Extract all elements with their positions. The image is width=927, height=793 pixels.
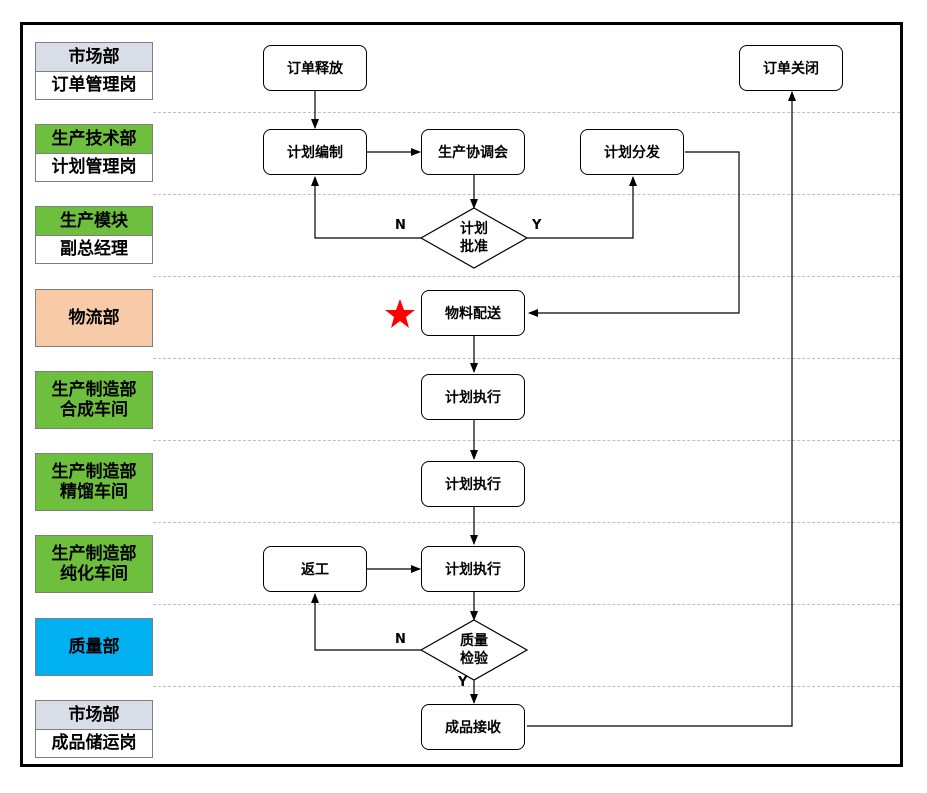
star-icon [385,299,415,328]
approval-yes-label: Y [532,218,542,233]
lane-line2: 精馏车间 [60,482,128,502]
lane-department: 质量部 [36,619,152,675]
quality-check-line1: 质量 [460,633,488,649]
node-plan-execute-synthesis[interactable]: 计划执行 [421,374,525,420]
lane-role: 计划管理岗 [36,152,152,181]
lane-label: 质量部 [35,618,153,676]
lane-label: 市场部成品储运岗 [35,700,153,758]
lane-department: 生产制造部合成车间 [36,372,152,428]
node-finished-receive[interactable]: 成品接收 [421,704,525,750]
node-rework[interactable]: 返工 [263,546,367,592]
lane-department: 生产制造部纯化车间 [36,536,152,592]
quality-no-label: N [395,632,406,647]
quality-check-diamond [419,619,529,681]
lane-department: 市场部 [36,43,152,71]
node-material-delivery[interactable]: 物料配送 [421,290,525,336]
lane-label: 生产制造部合成车间 [35,371,153,429]
lane-label: 市场部订单管理岗 [35,42,153,100]
plan-approval-line2: 批准 [460,239,488,255]
diagram-frame [20,22,903,767]
lane-line1: 质量部 [68,637,120,657]
lane-label: 生产技术部计划管理岗 [35,124,153,182]
edge-receive-to-close [527,91,796,727]
lane-line1: 物流部 [68,308,120,328]
lane-line2: 合成车间 [60,400,128,420]
lane-department: 物流部 [36,290,152,346]
lane-label: 生产模块副总经理 [35,206,153,264]
node-plan-execute-purification[interactable]: 计划执行 [421,546,525,592]
lane-department: 生产制造部精馏车间 [36,454,152,510]
quality-yes-label: Y [458,675,468,690]
plan-approval-line1: 计划 [460,221,488,237]
quality-check-label: 质量 检验 [422,632,526,668]
plan-approval-label: 计划 批准 [422,220,526,256]
lane-separator [153,276,900,277]
lane-label: 物流部 [35,289,153,347]
node-order-close[interactable]: 订单关闭 [739,45,843,91]
approval-no-label: N [395,218,406,233]
node-plan-execute-distillation[interactable]: 计划执行 [421,461,525,507]
lane-line1: 生产制造部 [51,544,137,564]
lane-department: 生产技术部 [36,125,152,153]
edge-dispatch-to-delivery [528,151,740,317]
lane-label: 生产制造部纯化车间 [35,535,153,593]
lane-department: 生产模块 [36,207,152,235]
lane-separator [153,604,900,605]
edge-approval-yes [527,176,637,239]
lane-label: 生产制造部精馏车间 [35,453,153,511]
lane-role: 订单管理岗 [36,70,152,99]
lane-line1: 生产制造部 [51,462,137,482]
lane-role: 副总经理 [36,234,152,263]
edge-quality-no [311,593,421,651]
lane-department: 市场部 [36,701,152,729]
node-order-release[interactable]: 订单释放 [263,45,367,91]
node-plan-compile[interactable]: 计划编制 [263,129,367,175]
lane-line1: 生产制造部 [51,380,137,400]
lane-separator [153,522,900,523]
node-production-meeting[interactable]: 生产协调会 [421,129,525,175]
lane-separator [153,440,900,441]
lane-role: 成品储运岗 [36,728,152,757]
lane-separator [153,358,900,359]
edge-approval-no [311,176,421,239]
lane-separator [153,112,900,113]
node-plan-dispatch[interactable]: 计划分发 [580,129,684,175]
quality-check-line2: 检验 [460,651,488,667]
plan-approval-diamond [419,207,529,269]
lane-separator [153,686,900,687]
lane-line2: 纯化车间 [60,564,128,584]
lane-separator [153,194,900,195]
